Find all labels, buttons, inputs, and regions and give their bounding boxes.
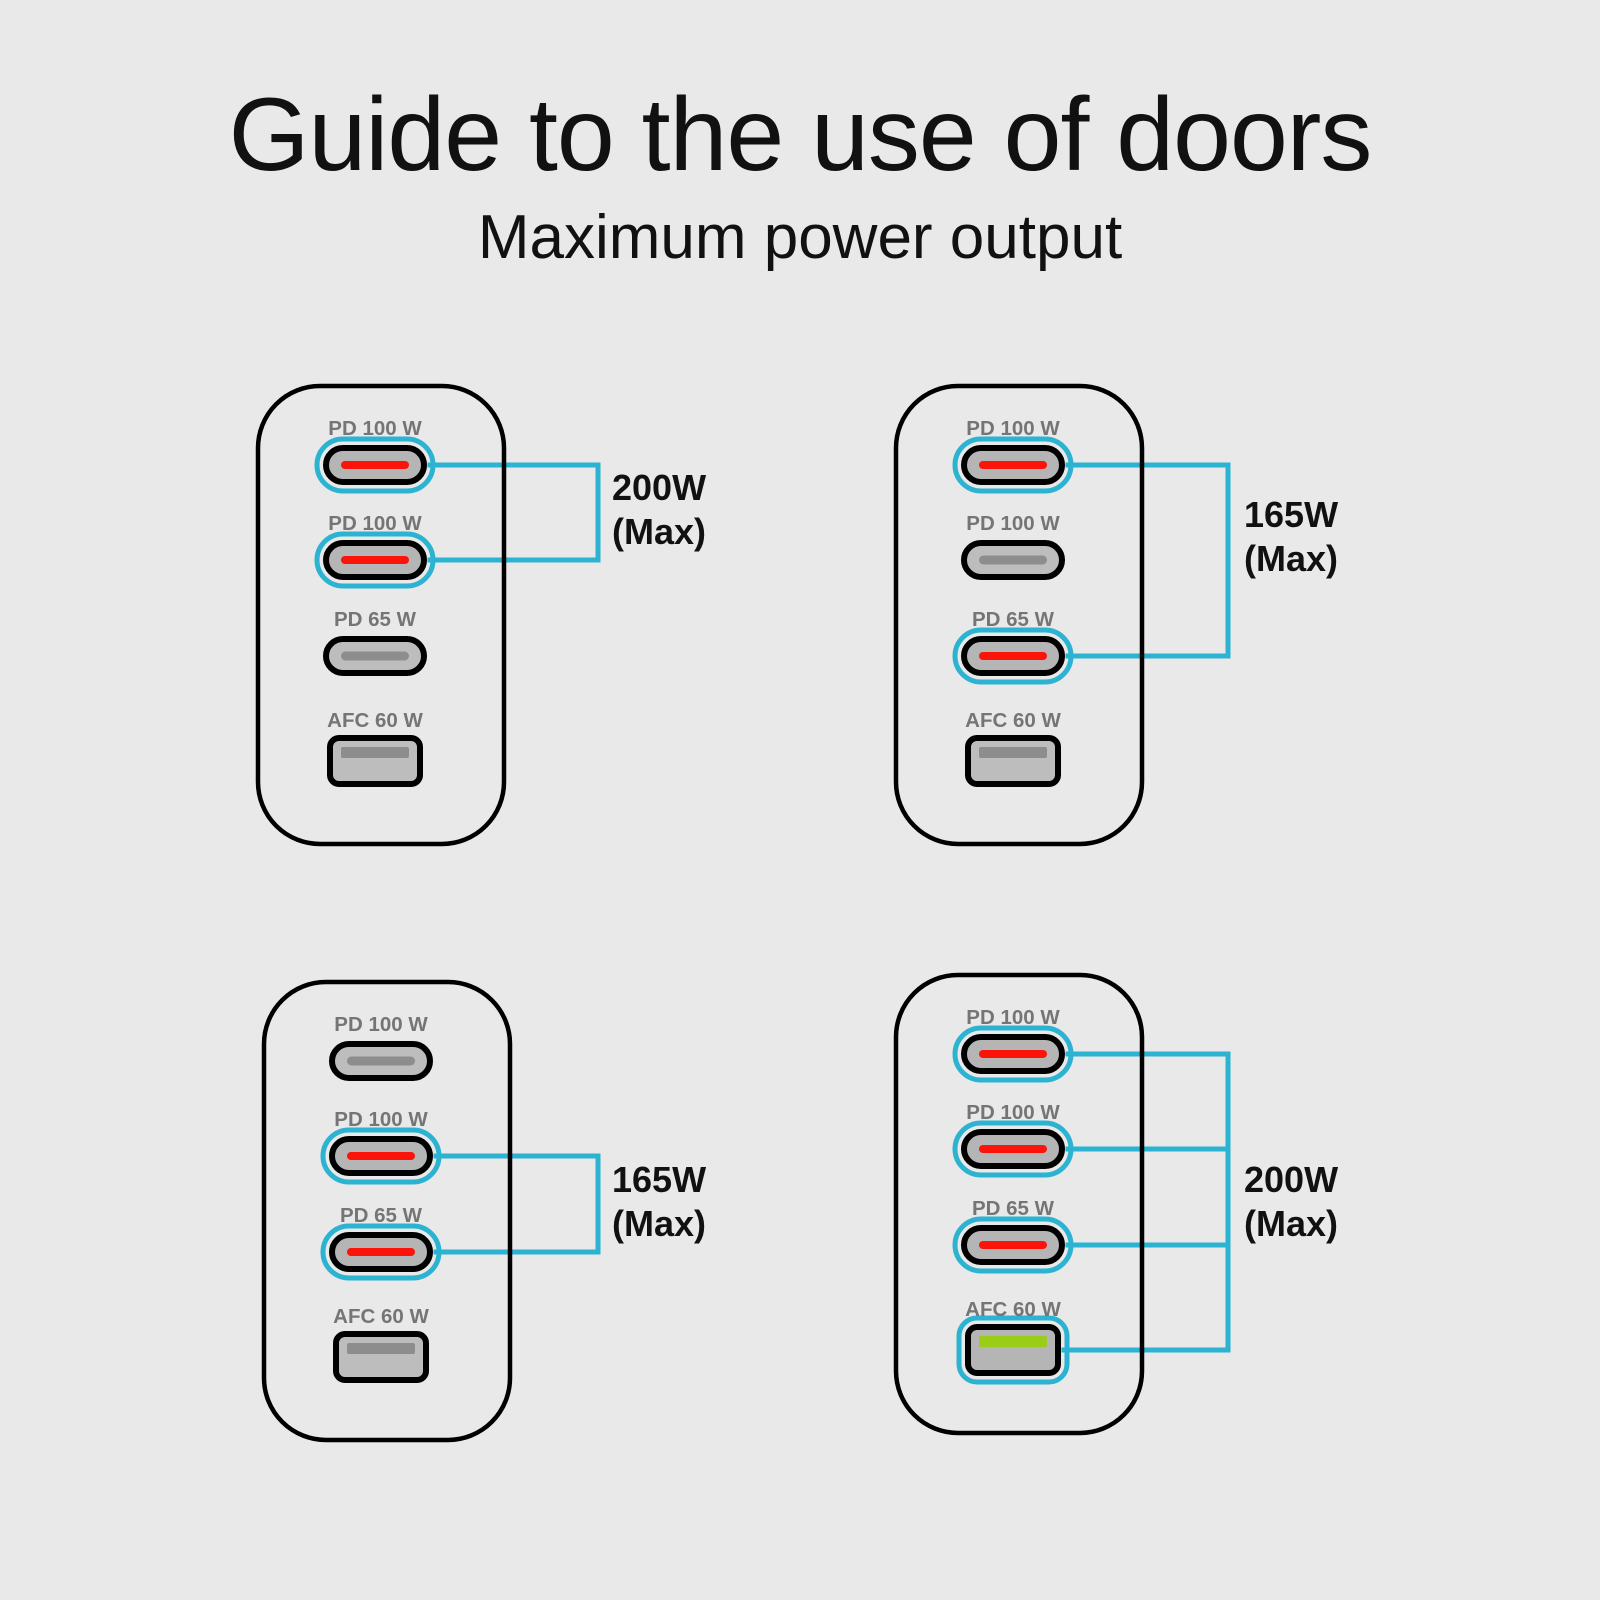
page-title: Guide to the use of doors xyxy=(228,77,1373,193)
port-pd100-2-label: PD 100 W xyxy=(966,1101,1060,1124)
port-pd100-1-tongue xyxy=(979,1050,1047,1058)
port-afc60[interactable] xyxy=(956,1315,1070,1385)
port-pd100-2[interactable] xyxy=(952,1120,1074,1178)
port-pd65-label: PD 65 W xyxy=(972,1197,1055,1220)
charger-bottom-right-connector-bracket xyxy=(1061,1051,1231,1353)
total-power-suffix: (Max) xyxy=(1244,1203,1338,1244)
port-afc60-housing xyxy=(965,1324,1061,1376)
charger-bottom-right-total-label: 200W(Max) xyxy=(1244,1159,1338,1244)
port-pd100-2-highlight-ring xyxy=(952,1120,1074,1178)
port-pd65-highlight-ring xyxy=(952,1216,1074,1274)
port-afc60-highlight-ring xyxy=(956,1315,1070,1385)
port-pd100-1-label: PD 100 W xyxy=(966,1006,1060,1029)
port-pd100-2-housing xyxy=(961,1129,1065,1169)
page-subtitle: Maximum power output xyxy=(477,203,1123,272)
port-afc60-label: AFC 60 W xyxy=(965,1298,1061,1321)
charger-body-outline xyxy=(893,972,1145,1436)
port-pd65[interactable] xyxy=(952,1216,1074,1274)
port-pd100-1-highlight-ring xyxy=(952,1025,1074,1083)
port-afc60-tongue xyxy=(979,1336,1047,1347)
port-pd100-1-housing xyxy=(961,1034,1065,1074)
total-power-value: 200W xyxy=(1244,1159,1338,1200)
port-pd65-tongue xyxy=(979,1241,1047,1249)
port-pd100-1[interactable] xyxy=(952,1025,1074,1083)
port-pd65-housing xyxy=(961,1225,1065,1265)
port-pd100-2-tongue xyxy=(979,1145,1047,1153)
